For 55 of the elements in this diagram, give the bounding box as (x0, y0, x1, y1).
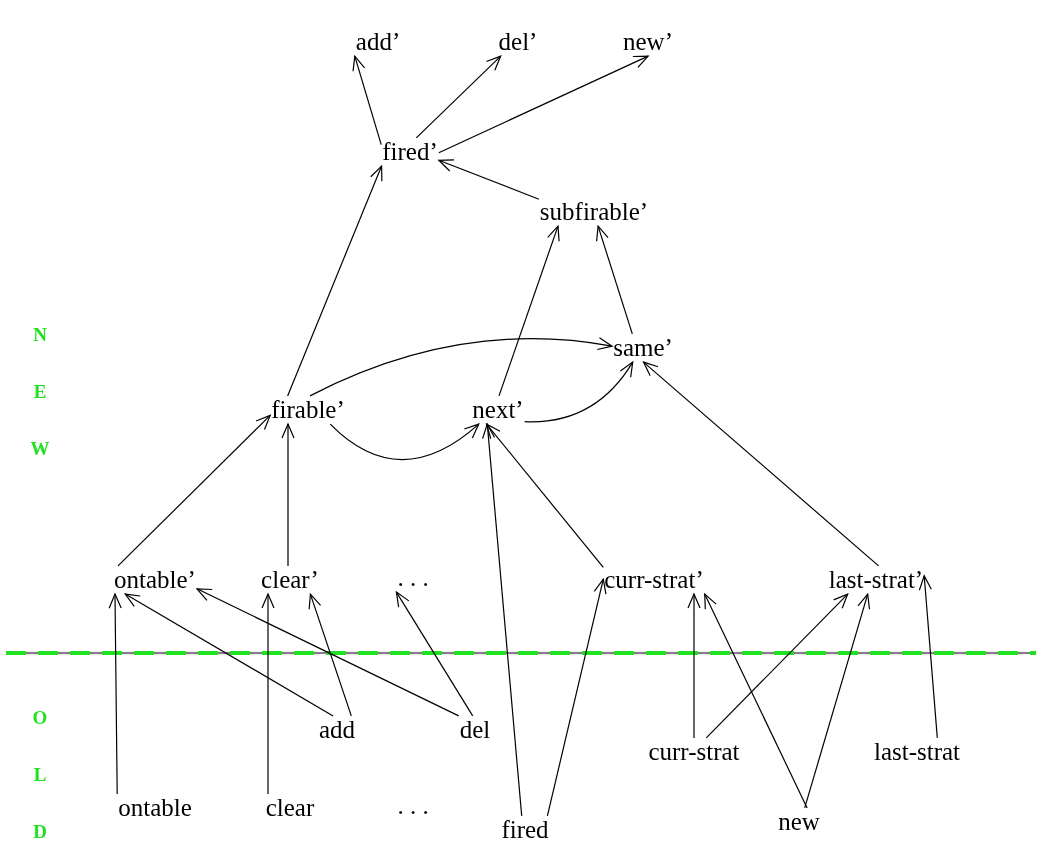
side-letter: O (32, 707, 48, 729)
arrow (287, 165, 383, 397)
arrow (415, 55, 502, 139)
arrow (481, 423, 523, 817)
node-label: new (778, 808, 820, 836)
node-label: ontable’ (114, 566, 196, 594)
arrow (705, 593, 849, 739)
arrow (124, 593, 334, 717)
arrow (308, 593, 352, 717)
node-label: . . . (397, 792, 429, 820)
node-label: fired (501, 816, 549, 844)
arrow (261, 593, 275, 795)
arrow (498, 225, 560, 397)
node-label: fired’ (382, 138, 438, 166)
node-label: del (459, 716, 491, 744)
node-label: clear (265, 794, 315, 822)
arrow (704, 593, 808, 809)
node-label: . . . (397, 564, 429, 592)
side-letter: W (30, 438, 50, 460)
node-label: next’ (472, 396, 524, 424)
arrow (395, 591, 474, 717)
arrow (687, 593, 701, 739)
node-label: ontable (118, 794, 192, 822)
node-label: new’ (623, 28, 673, 56)
arrow (546, 578, 607, 817)
side-letter: N (33, 324, 47, 346)
arrow (352, 55, 382, 146)
node-label: curr-strat’ (604, 566, 704, 594)
arrow (642, 361, 880, 567)
arrow (918, 575, 938, 739)
node-label: last-strat’ (828, 566, 924, 594)
arrow (524, 361, 634, 423)
side-letter: E (33, 381, 47, 403)
arrow (804, 593, 871, 809)
arrow (596, 225, 633, 335)
arrow (486, 423, 604, 568)
node-label: add’ (355, 28, 401, 56)
node-label: clear’ (261, 566, 319, 594)
arrow (438, 55, 649, 154)
arrow (309, 337, 613, 397)
arrow (117, 414, 271, 567)
arrow (196, 588, 460, 717)
node-label: curr-strat (648, 738, 740, 766)
arrow (281, 423, 295, 567)
side-letter: L (33, 764, 47, 786)
arrow (329, 423, 480, 461)
node-label: subfirable’ (539, 198, 649, 226)
node-label: last-strat (873, 738, 961, 766)
side-letter: D (33, 821, 47, 843)
arrow (108, 593, 122, 795)
node-label: add (318, 716, 356, 744)
node-label: del’ (498, 28, 538, 56)
node-label: firable’ (271, 396, 345, 424)
arrow (438, 159, 540, 200)
node-label: same’ (613, 334, 673, 362)
